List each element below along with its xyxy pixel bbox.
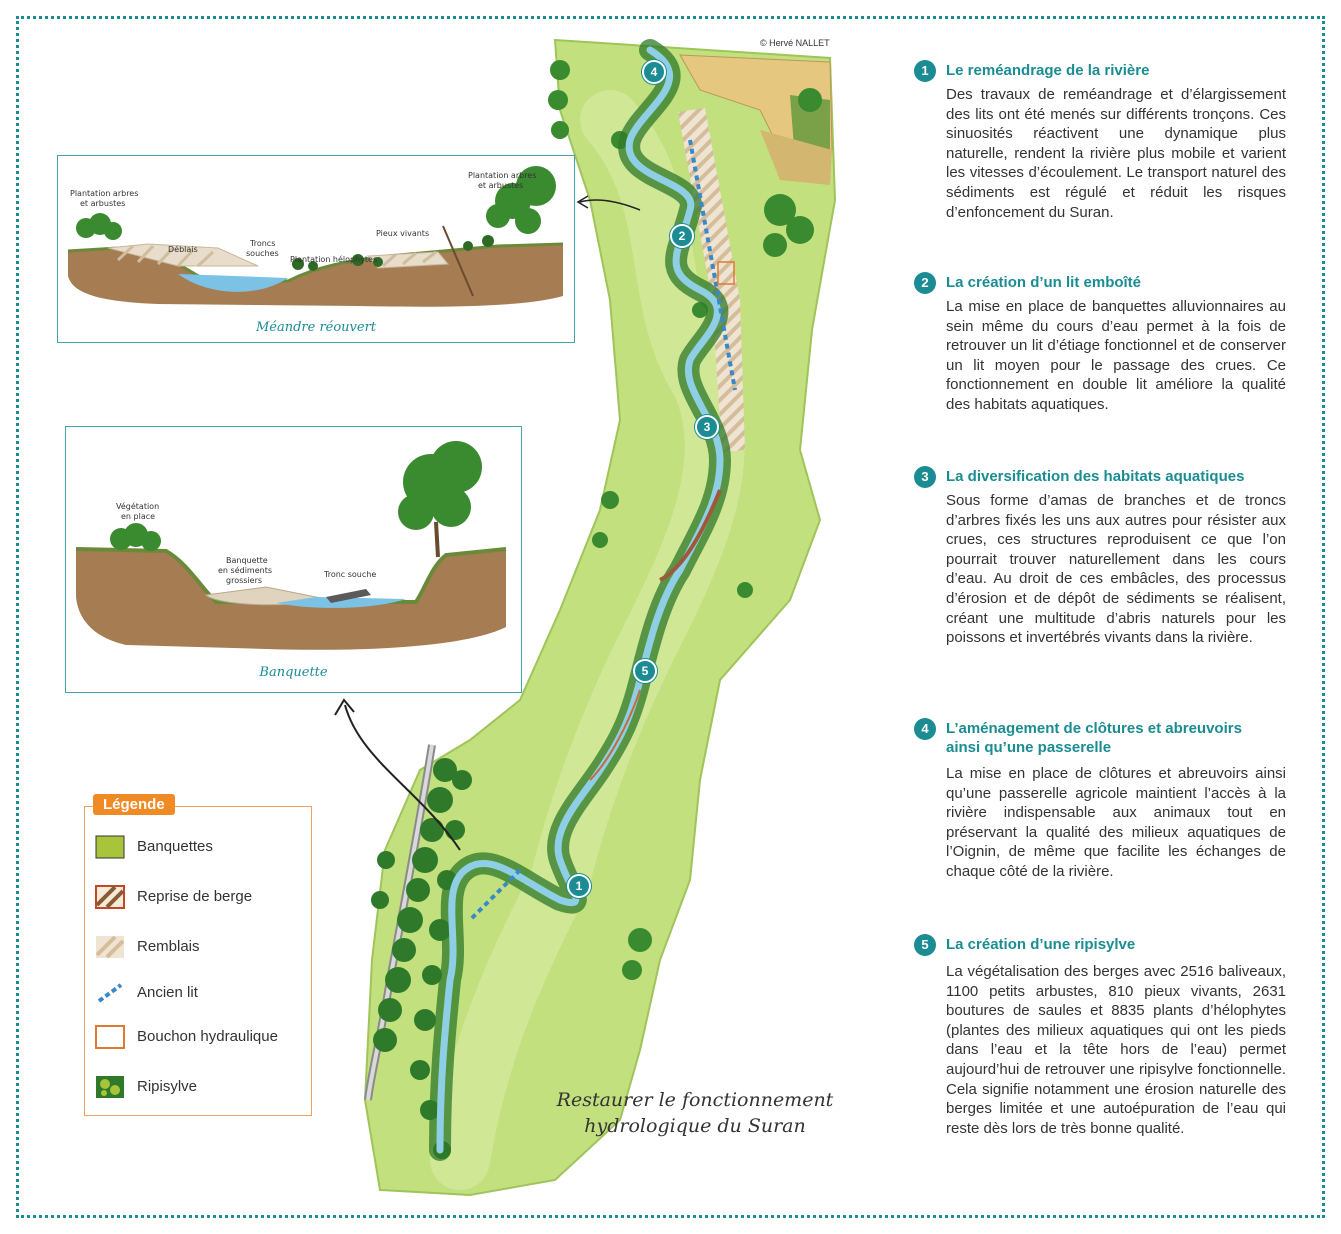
pointer-arrow-meandre bbox=[579, 199, 641, 211]
legend-item-banquettes: Banquettes bbox=[95, 831, 305, 863]
ancien-lit-line-1 bbox=[688, 139, 737, 391]
legend-item-reprise: Reprise de berge bbox=[95, 881, 305, 913]
section-number-5: 5 bbox=[914, 934, 936, 956]
section-number-4: 4 bbox=[914, 718, 936, 740]
bouchon-marker bbox=[717, 261, 735, 285]
svg-text:Plantation arbres: Plantation arbres bbox=[468, 171, 536, 180]
svg-text:Plantation hélophytes: Plantation hélophytes bbox=[290, 254, 377, 264]
legend-box: Légende Banquettes Reprise de berge Remb… bbox=[84, 794, 312, 1116]
svg-text:Pieux vivants: Pieux vivants bbox=[376, 229, 429, 238]
section-title-1: Le reméandrage de la rivière bbox=[946, 62, 1150, 79]
section-body-4: La mise en place de clôtures et abreuvoi… bbox=[946, 765, 1286, 880]
section-title-5: La création d’une ripisylve bbox=[946, 936, 1136, 953]
section-body-1: Des travaux de reméandrage et d’élargiss… bbox=[946, 86, 1286, 221]
inset-meandre-reouvert: Plantation arbres et arbustes Déblais Tr… bbox=[57, 155, 575, 343]
section-body-5: La végétalisation des berges avec 2516 b… bbox=[946, 963, 1286, 1137]
svg-text:grossiers: grossiers bbox=[226, 576, 262, 585]
svg-text:et arbustes: et arbustes bbox=[80, 199, 125, 208]
banquettes-swatch-icon bbox=[95, 835, 125, 859]
svg-text:Troncs: Troncs bbox=[249, 239, 275, 248]
svg-text:Tronc souche: Tronc souche bbox=[323, 570, 376, 579]
credit-text: © Hervé NALLET bbox=[760, 38, 830, 48]
section-title-2: La création d’un lit emboîté bbox=[946, 274, 1142, 291]
map-marker-2[interactable]: 2 bbox=[670, 224, 694, 248]
bouchon-swatch-icon bbox=[95, 1025, 125, 1049]
section-body-2: La mise en place de banquettes alluvionn… bbox=[946, 298, 1286, 413]
section-title-4: L’aménagement de clôtures et abreuvoirs … bbox=[946, 720, 1242, 756]
legend-item-bouchon: Bouchon hydraulique bbox=[95, 1021, 305, 1053]
svg-text:souches: souches bbox=[246, 249, 279, 258]
ripisylve-swatch-icon bbox=[96, 1076, 124, 1098]
meandre-cross-section: Plantation arbres et arbustes Déblais Tr… bbox=[67, 166, 564, 307]
map-title: Restaurer le fonctionnement hydrologique… bbox=[556, 1089, 834, 1137]
section-number-3: 3 bbox=[914, 466, 936, 488]
ancien-lit-swatch-icon bbox=[97, 983, 123, 1003]
river-map bbox=[334, 38, 837, 1197]
remblais-swatch-icon bbox=[95, 935, 125, 959]
legend-item-ancien-lit: Ancien lit bbox=[95, 977, 305, 1009]
section-title-3: La diversification des habitats aquatiqu… bbox=[946, 468, 1245, 485]
svg-text:Végétation: Végétation bbox=[116, 501, 159, 511]
inset-title-meandre: Méandre réouvert bbox=[255, 320, 377, 335]
ancien-lit-line-2 bbox=[468, 868, 522, 922]
svg-text:Déblais: Déblais bbox=[168, 244, 198, 254]
svg-text:Banquette: Banquette bbox=[226, 556, 268, 565]
legend-item-remblais: Remblais bbox=[95, 931, 305, 963]
reprise-swatch-icon bbox=[95, 885, 125, 909]
svg-text:et arbustes: et arbustes bbox=[478, 181, 523, 190]
inset-banquette: Végétation en place Banquette en sédimen… bbox=[65, 426, 522, 693]
section-number-2: 2 bbox=[914, 272, 936, 294]
pointer-arrow-banquette bbox=[344, 704, 461, 851]
forest-left bbox=[371, 758, 472, 1159]
section-body-3: Sous forme d’amas de branches et de tron… bbox=[946, 492, 1286, 647]
svg-text:en place: en place bbox=[121, 512, 155, 521]
map-marker-4[interactable]: 4 bbox=[642, 60, 666, 84]
section-number-1: 1 bbox=[914, 60, 936, 82]
dotted-frame bbox=[16, 16, 1325, 1218]
banquette-cross-section: Végétation en place Banquette en sédimen… bbox=[75, 441, 507, 650]
reprise-berge-line bbox=[659, 489, 722, 582]
inset-title-banquette: Banquette bbox=[259, 665, 328, 680]
legend-title: Légende bbox=[93, 794, 175, 815]
svg-text:Plantation arbres: Plantation arbres bbox=[70, 189, 138, 198]
map-marker-5[interactable]: 5 bbox=[633, 659, 657, 683]
map-marker-3[interactable]: 3 bbox=[695, 415, 719, 439]
legend-item-ripisylve: Ripisylve bbox=[95, 1071, 305, 1103]
svg-text:en sédiments: en sédiments bbox=[218, 565, 272, 575]
river-suran bbox=[436, 46, 724, 1154]
map-marker-1[interactable]: 1 bbox=[567, 874, 591, 898]
